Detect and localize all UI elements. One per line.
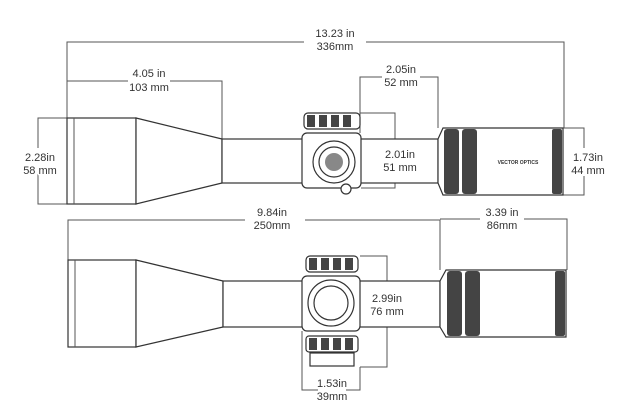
magnification-ring-knurl xyxy=(447,271,480,336)
illumination-knob xyxy=(340,183,352,195)
turret-eyepiece-mm: 52 mm xyxy=(384,77,418,89)
elevation-knurl xyxy=(309,258,353,270)
turret-eyepiece-in: 2.05in xyxy=(386,64,416,76)
objective-bell xyxy=(67,259,137,348)
turret-width-dimension xyxy=(301,331,361,391)
brand-logo-icon xyxy=(325,153,343,171)
dimension-labels: 13.23 in 336mm 4.05 in 103 mm 2.05in 52 … xyxy=(22,27,607,405)
diopter-ring xyxy=(555,271,565,336)
objective-taper xyxy=(135,117,223,205)
bottom-scope-view xyxy=(67,218,568,391)
bottom-turret-knurl xyxy=(309,338,353,350)
objective-bell xyxy=(66,117,137,205)
turret-span-in: 2.99in xyxy=(372,293,402,305)
eyepiece-diameter-in: 1.73in xyxy=(573,152,603,164)
turret-eyepiece-dimension xyxy=(359,76,439,133)
eyepiece-diameter-dimension xyxy=(563,127,585,196)
bell-length-in: 4.05 in xyxy=(132,68,165,80)
turret-span-mm: 76 mm xyxy=(370,306,404,318)
overall-length-in: 13.23 in xyxy=(315,28,354,40)
objective-diameter-in: 2.28in xyxy=(25,152,55,164)
turret-width-mm: 39mm xyxy=(317,391,348,403)
eyepiece-length-mm: 86mm xyxy=(487,220,518,232)
eyepiece-diameter-mm: 44 mm xyxy=(571,165,605,177)
overall-length-mm: 336mm xyxy=(317,41,354,53)
eyepiece-length-dimension xyxy=(440,218,568,270)
objective-eyepiece-dimension xyxy=(67,219,441,270)
turret-height-in: 2.01in xyxy=(385,149,415,161)
eyepiece-length-in: 3.39 in xyxy=(485,207,518,219)
objective-diameter-mm: 58 mm xyxy=(23,165,57,177)
objective-taper xyxy=(135,259,224,348)
objective-eyepiece-mm: 250mm xyxy=(254,220,291,232)
overall-length-dimension xyxy=(66,41,565,128)
elevation-knurl xyxy=(307,115,351,127)
objective-eyepiece-in: 9.84in xyxy=(257,207,287,219)
top-scope-view: VECTOR OPTICS xyxy=(37,41,585,205)
magnification-ring-knurl xyxy=(444,129,477,194)
turret-width-in: 1.53in xyxy=(317,378,347,390)
bell-length-mm: 103 mm xyxy=(129,82,169,94)
objective-diameter-dimension xyxy=(37,117,67,205)
illumination-buttons xyxy=(309,352,355,367)
bell-length-dimension xyxy=(67,80,223,139)
diopter-ring xyxy=(552,129,562,194)
turret-height-mm: 51 mm xyxy=(383,162,417,174)
brand-text: VECTOR OPTICS xyxy=(498,160,539,166)
